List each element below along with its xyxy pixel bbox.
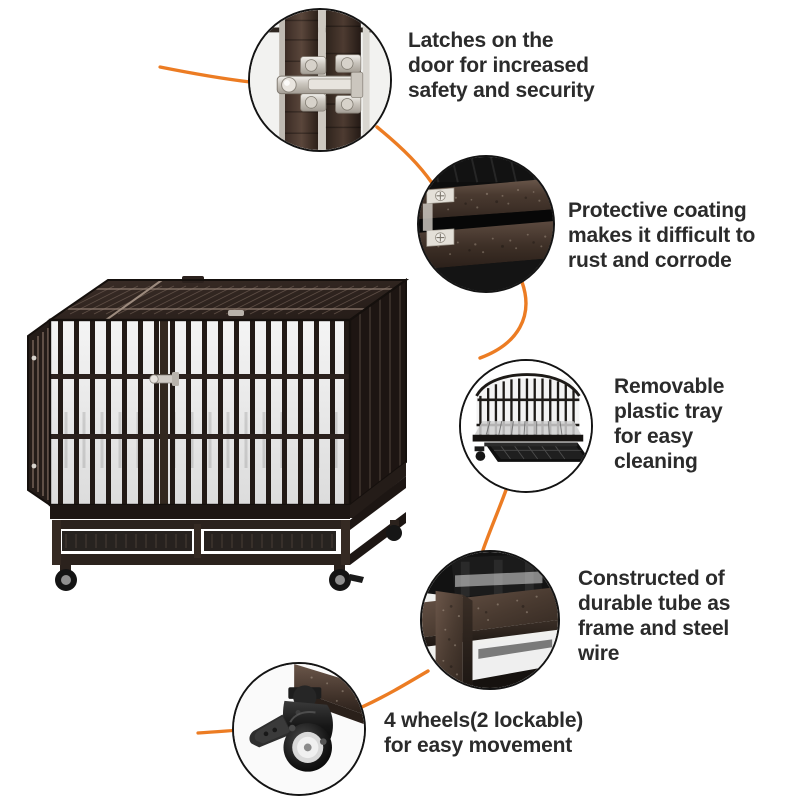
crate-door-divider [160, 320, 168, 505]
screw-bracket-icon [422, 187, 455, 247]
wheel-lock-lever-icon [249, 714, 293, 748]
inset-frame-closeup [420, 550, 560, 690]
crate-open-door [27, 318, 51, 507]
dog-crate-illustration [27, 276, 410, 591]
inset-tray-closeup [459, 359, 593, 493]
product-image-dog-crate [22, 262, 412, 592]
callout-text-latches: Latches on the door for increased safety… [408, 29, 595, 102]
crate-base-frame [52, 476, 406, 565]
latch-hardware-icon [276, 54, 364, 114]
inset-coating-closeup [417, 155, 555, 293]
tray-photo [461, 361, 591, 491]
inset-wheel-closeup [232, 662, 366, 796]
crate-front-bars [50, 320, 350, 505]
crate-caster-wheels [55, 520, 402, 591]
latch-photo [250, 10, 390, 150]
callout-text-frame: Constructed of durable tube as frame and… [578, 567, 731, 665]
inset-latch-closeup [248, 8, 392, 152]
crate-door-latch [149, 372, 179, 386]
wheel-photo [234, 664, 364, 794]
callout-text-tray: Removable plastic tray for easy cleaning [614, 375, 725, 473]
coating-photo [419, 157, 553, 291]
callout-text-wheels: 4 wheels(2 lockable) for easy movement [384, 709, 584, 757]
frame-photo [422, 552, 558, 688]
removable-tray-icon [484, 442, 591, 462]
callout-text-coating: Protective coating makes it difficult to… [568, 199, 756, 272]
